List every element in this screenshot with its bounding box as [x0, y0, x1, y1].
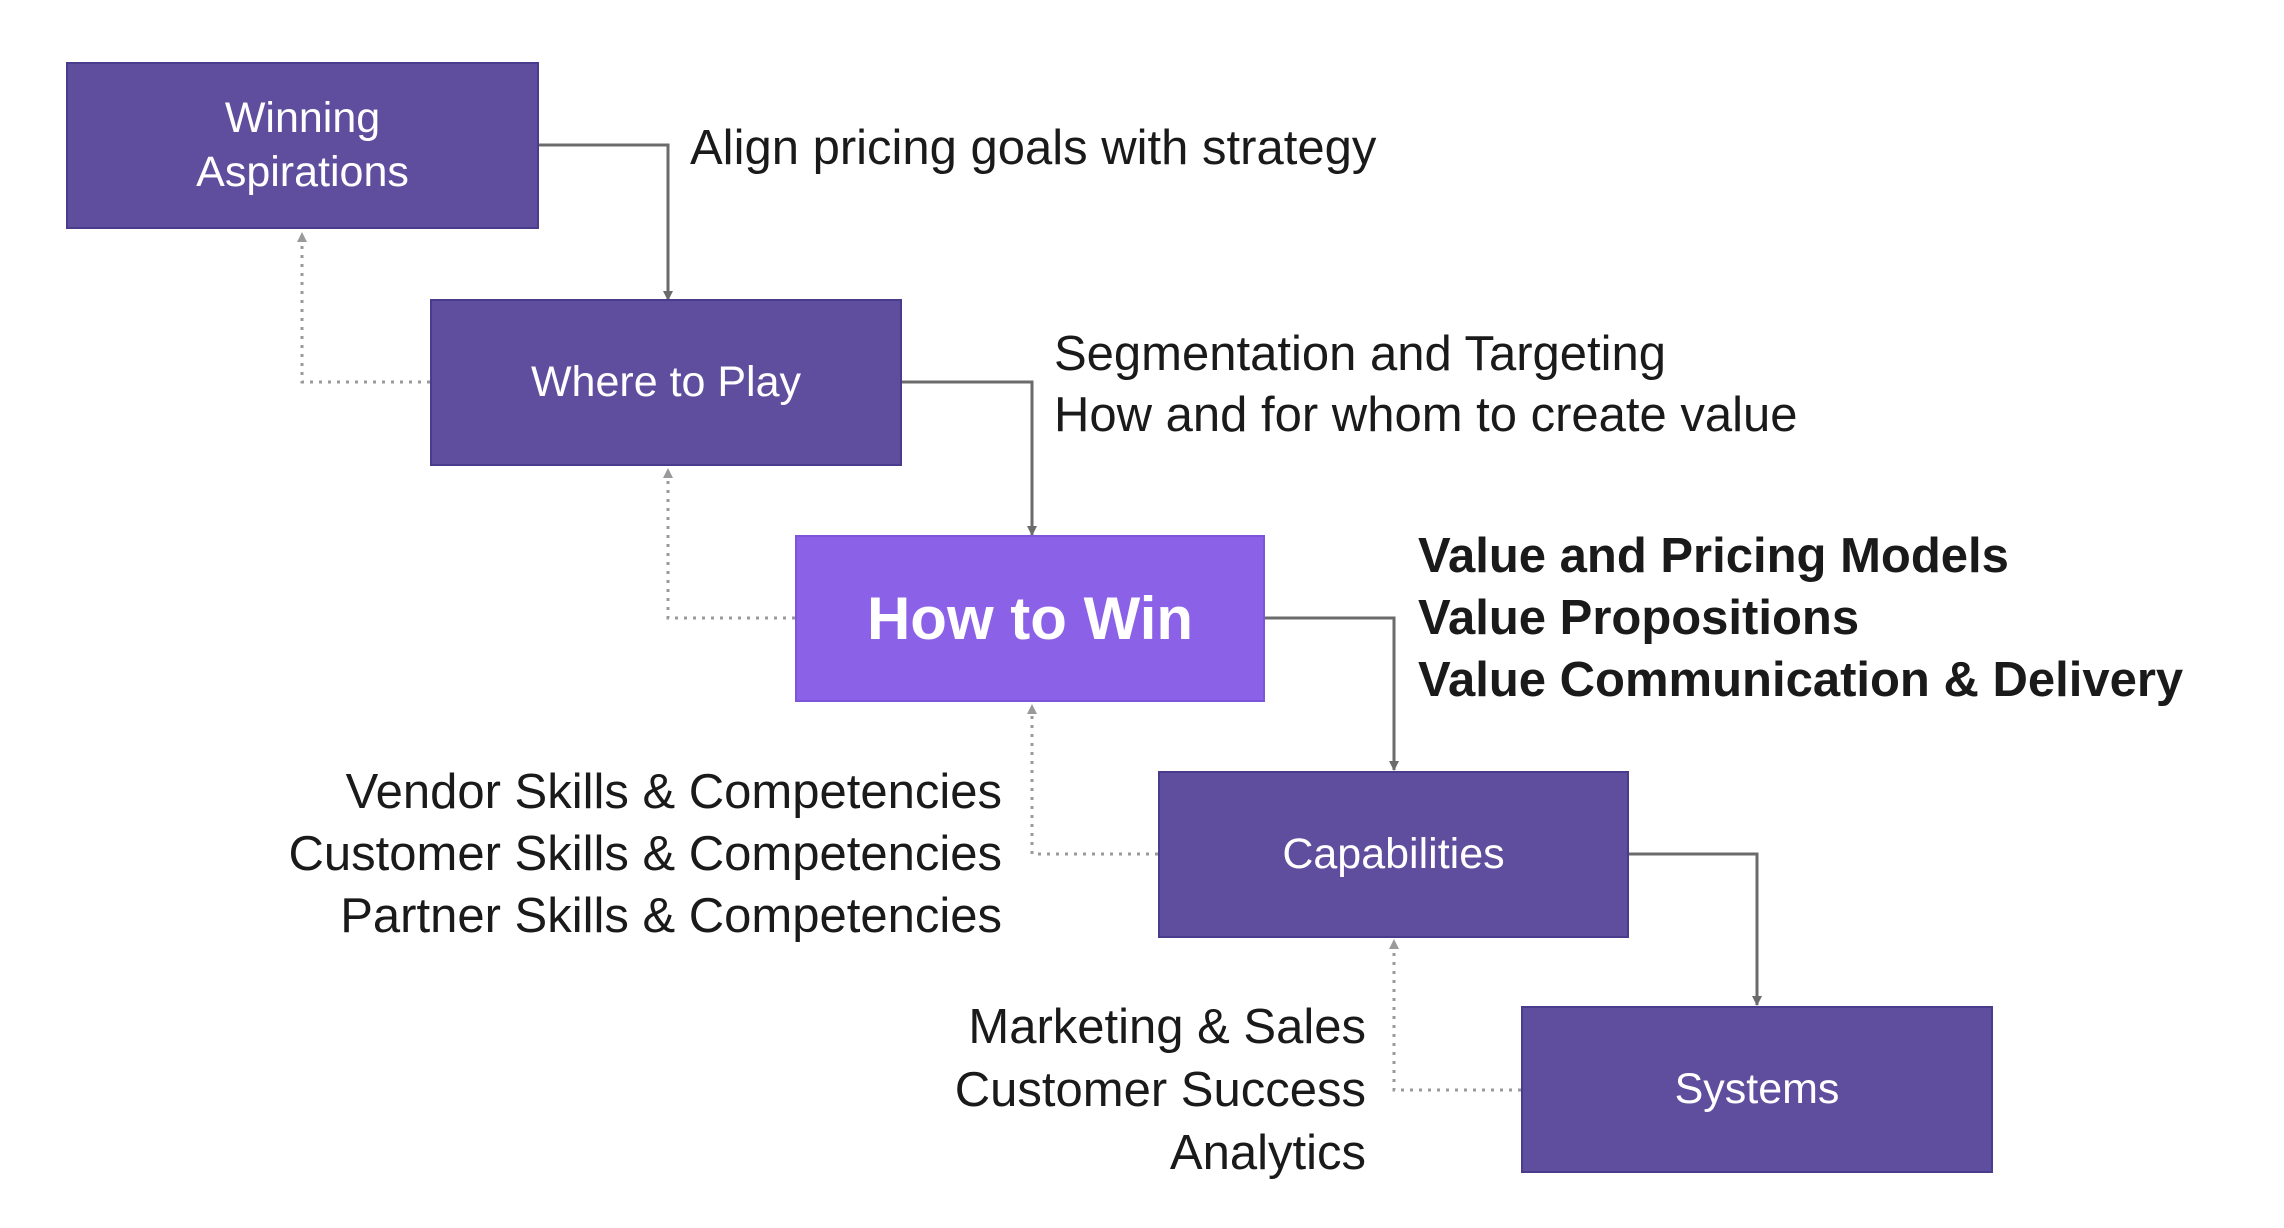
- note-line: Segmentation and Targeting: [1054, 327, 1667, 381]
- note-line: Value Propositions: [1418, 591, 1860, 645]
- box-winning-aspirations: Winning Aspirations: [66, 62, 539, 229]
- box-where-to-play: Where to Play: [430, 299, 902, 466]
- note-line: Customer Success: [954, 1063, 1366, 1117]
- arrow-play-to-win: [902, 380, 1037, 536]
- note-where-to-play: Segmentation and Targeting How and for w…: [1054, 324, 1798, 446]
- note-line: Value and Pricing Models: [1418, 529, 2009, 583]
- note-line: Analytics: [1169, 1126, 1366, 1180]
- feedback-win-to-play: [663, 468, 795, 620]
- box-label: Where to Play: [530, 357, 802, 406]
- note-line: Customer Skills & Competencies: [288, 827, 1002, 881]
- note-line: Vendor Skills & Competencies: [345, 765, 1002, 819]
- note-line: How and for whom to create value: [1054, 388, 1798, 442]
- note-systems: Marketing & Sales Customer Success Analy…: [955, 996, 1366, 1185]
- feedback-play-to-aspirations: [297, 232, 430, 384]
- box-label: Aspirations: [196, 147, 409, 196]
- arrow-capabilities-to-systems: [1629, 852, 1762, 1006]
- note-aspirations: Align pricing goals with strategy: [690, 118, 1376, 179]
- note-line: Align pricing goals with strategy: [690, 121, 1377, 175]
- arrow-aspirations-to-play: [539, 143, 673, 301]
- box-label: How to Win: [866, 585, 1194, 652]
- note-capabilities: Vendor Skills & Competencies Customer Sk…: [289, 761, 1002, 947]
- note-line: Marketing & Sales: [968, 1000, 1366, 1054]
- box-label: Capabilities: [1282, 829, 1505, 878]
- box-systems: Systems: [1521, 1006, 1993, 1173]
- arrow-win-to-capabilities: [1265, 616, 1399, 771]
- note-line: Value Communication & Delivery: [1418, 653, 2184, 707]
- feedback-capabilities-to-win: [1027, 704, 1158, 856]
- box-capabilities: Capabilities: [1158, 771, 1629, 938]
- box-label: Systems: [1674, 1064, 1840, 1113]
- note-how-to-win: Value and Pricing Models Value Propositi…: [1418, 525, 2183, 711]
- box-how-to-win: How to Win: [795, 535, 1265, 702]
- feedback-systems-to-capabilities: [1389, 939, 1521, 1092]
- note-line: Partner Skills & Competencies: [340, 889, 1002, 943]
- box-label: Winning: [224, 93, 381, 142]
